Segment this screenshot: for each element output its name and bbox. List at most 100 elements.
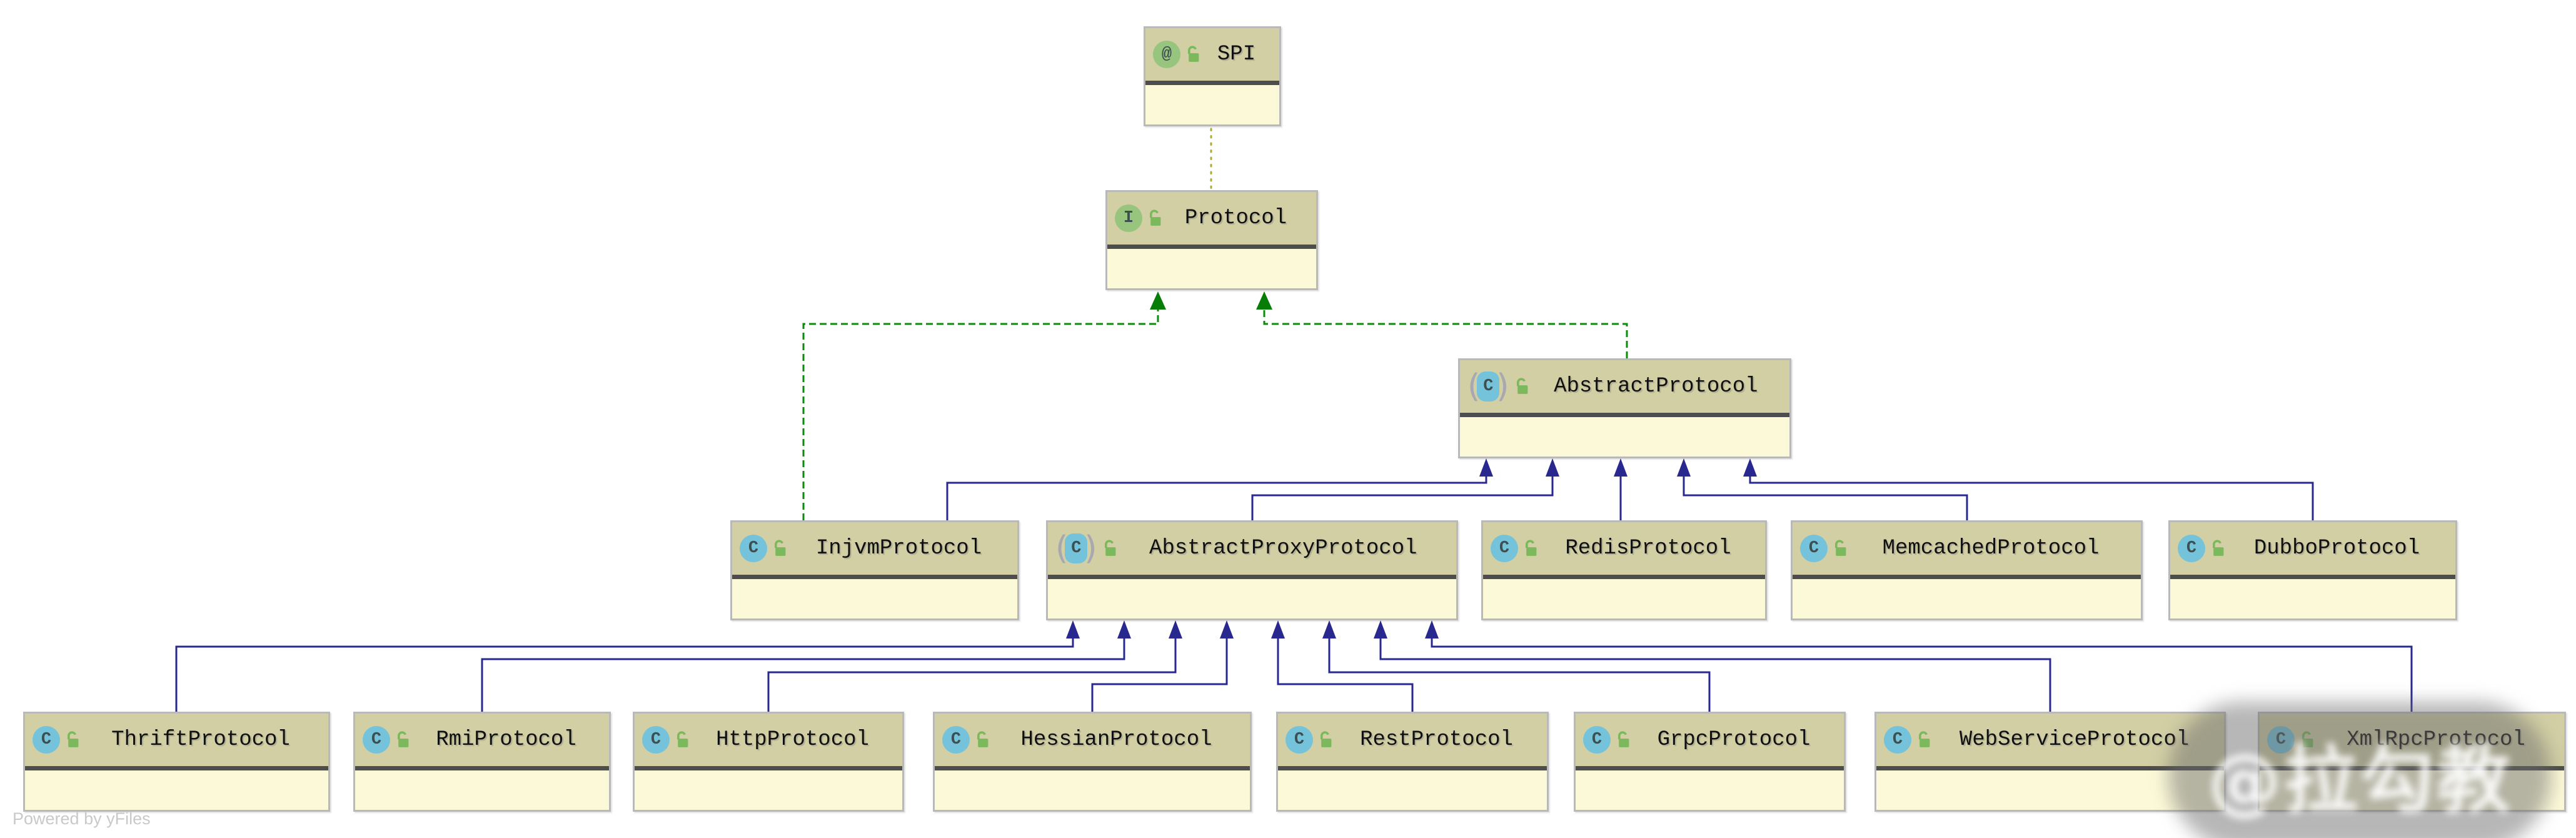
public-lock-icon xyxy=(675,730,690,749)
brand-watermark-background xyxy=(2168,702,2551,838)
class-name: AbstractProtocol xyxy=(1554,375,1758,398)
compartment-separator xyxy=(732,575,1017,579)
class-icon: C xyxy=(1491,535,1518,562)
class-node-rmiprotocol[interactable]: C RmiProtocol xyxy=(353,712,611,812)
abstract-class-icon: C xyxy=(1467,371,1509,401)
class-node-abstractprotocol[interactable]: C AbstractProtocol xyxy=(1458,358,1791,458)
node-header: C HessianProtocol xyxy=(935,714,1250,766)
public-lock-icon xyxy=(2211,539,2226,558)
class-node-spi[interactable]: @ SPI xyxy=(1144,26,1281,126)
members-compartment xyxy=(1107,249,1316,288)
compartment-separator xyxy=(935,766,1250,770)
class-node-protocol[interactable]: I Protocol xyxy=(1105,190,1318,290)
members-compartment xyxy=(25,770,328,810)
members-compartment xyxy=(2260,770,2564,810)
abstract-class-icon: C xyxy=(1055,533,1097,563)
edge-thriftprotocol-extends-abstractproxyprotocol[interactable] xyxy=(175,620,1080,712)
node-header: C XmlRpcProtocol xyxy=(2260,714,2564,766)
edge-dubboprotocol-extends-abstractprotocol[interactable] xyxy=(1743,458,2314,520)
class-node-grpcprotocol[interactable]: C GrpcProtocol xyxy=(1574,712,1846,812)
class-node-thriftprotocol[interactable]: C ThriftProtocol xyxy=(23,712,330,812)
compartment-separator xyxy=(635,766,902,770)
class-name: XmlRpcProtocol xyxy=(2347,728,2525,752)
public-lock-icon xyxy=(773,539,788,558)
members-compartment xyxy=(1048,579,1456,618)
class-node-hessianprotocol[interactable]: C HessianProtocol xyxy=(933,712,1252,812)
edge-abstractprotocol-implements-protocol[interactable] xyxy=(1256,291,1628,358)
class-node-dubboprotocol[interactable]: C DubboProtocol xyxy=(2168,520,2457,620)
public-lock-icon xyxy=(1148,209,1163,228)
members-compartment xyxy=(355,770,609,810)
node-header: C AbstractProtocol xyxy=(1460,360,1789,413)
node-header: C DubboProtocol xyxy=(2170,522,2455,575)
yfiles-attribution: Powered by yFiles xyxy=(13,809,151,828)
members-compartment xyxy=(2170,579,2455,618)
members-compartment xyxy=(732,579,1017,618)
node-header: C HttpProtocol xyxy=(635,714,902,766)
node-header: C MemcachedProtocol xyxy=(1793,522,2141,575)
node-header: I Protocol xyxy=(1107,192,1316,245)
node-header: C GrpcProtocol xyxy=(1576,714,1844,766)
class-icon: C xyxy=(1285,726,1313,754)
compartment-separator xyxy=(1107,245,1316,249)
class-node-restprotocol[interactable]: C RestProtocol xyxy=(1276,712,1549,812)
compartment-separator xyxy=(2170,575,2455,579)
edge-injvmprotocol-implements-protocol[interactable] xyxy=(802,291,1166,520)
public-lock-icon xyxy=(396,730,411,749)
class-name: MemcachedProtocol xyxy=(1882,537,2100,560)
compartment-separator xyxy=(25,766,328,770)
public-lock-icon xyxy=(1833,539,1848,558)
edge-redisprotocol-extends-abstractprotocol[interactable] xyxy=(1614,458,1628,520)
class-node-xmlrpcprotocol[interactable]: C XmlRpcProtocol xyxy=(2258,712,2566,812)
members-compartment xyxy=(1876,770,2224,810)
edge-httpprotocol-extends-abstractproxyprotocol[interactable] xyxy=(767,620,1182,712)
node-header: C RedisProtocol xyxy=(1483,522,1765,575)
members-compartment xyxy=(935,770,1250,810)
class-node-memcachedprotocol[interactable]: C MemcachedProtocol xyxy=(1791,520,2143,620)
node-header: C AbstractProxyProtocol xyxy=(1048,522,1456,575)
edge-rmiprotocol-extends-abstractproxyprotocol[interactable] xyxy=(481,620,1131,712)
members-compartment xyxy=(1460,417,1789,457)
members-compartment xyxy=(1483,579,1765,618)
members-compartment xyxy=(1145,85,1279,124)
edge-memcachedprotocol-extends-abstractprotocol[interactable] xyxy=(1677,458,1968,520)
class-node-httpprotocol[interactable]: C HttpProtocol xyxy=(633,712,904,812)
class-name: HessianProtocol xyxy=(1020,728,1212,752)
edge-webserviceprotocol-extends-abstractproxyprotocol[interactable] xyxy=(1374,620,2051,712)
compartment-separator xyxy=(1576,766,1844,770)
compartment-separator xyxy=(355,766,609,770)
public-lock-icon xyxy=(2300,730,2315,749)
edge-restprotocol-extends-abstractproxyprotocol[interactable] xyxy=(1271,620,1414,712)
public-lock-icon xyxy=(975,730,990,749)
class-icon: C xyxy=(1800,535,1828,562)
members-compartment xyxy=(1793,579,2141,618)
class-icon: C xyxy=(33,726,60,754)
class-name: AbstractProxyProtocol xyxy=(1149,537,1417,560)
class-name: SPI xyxy=(1217,43,1256,66)
edge-grpcprotocol-extends-abstractproxyprotocol[interactable] xyxy=(1322,620,1711,712)
class-icon: C xyxy=(2267,726,2295,754)
class-name: Protocol xyxy=(1184,206,1287,230)
class-name: WebServiceProtocol xyxy=(1959,728,2190,752)
class-node-redisprotocol[interactable]: C RedisProtocol xyxy=(1481,520,1767,620)
compartment-separator xyxy=(1876,766,2224,770)
members-compartment xyxy=(1278,770,1547,810)
node-header: C RmiProtocol xyxy=(355,714,609,766)
edge-xmlrpcprotocol-extends-abstractproxyprotocol[interactable] xyxy=(1425,620,2413,712)
class-name: DubboProtocol xyxy=(2253,537,2420,560)
compartment-separator xyxy=(1483,575,1765,579)
compartment-separator xyxy=(2260,766,2564,770)
edge-injvmprotocol-extends-abstractprotocol[interactable] xyxy=(946,458,1493,520)
class-node-injvmprotocol[interactable]: C InjvmProtocol xyxy=(730,520,1019,620)
class-icon: C xyxy=(363,726,390,754)
public-lock-icon xyxy=(1616,730,1631,749)
class-node-abstractproxyprotocol[interactable]: C AbstractProxyProtocol xyxy=(1046,520,1458,620)
class-icon: C xyxy=(740,535,767,562)
compartment-separator xyxy=(1278,766,1547,770)
edge-abstractproxyprotocol-extends-abstractprotocol[interactable] xyxy=(1251,458,1559,520)
compartment-separator xyxy=(1460,413,1789,417)
edge-hessianprotocol-extends-abstractproxyprotocol[interactable] xyxy=(1091,620,1234,712)
public-lock-icon xyxy=(1524,539,1539,558)
public-lock-icon xyxy=(1515,377,1530,396)
class-node-webserviceprotocol[interactable]: C WebServiceProtocol xyxy=(1874,712,2226,812)
